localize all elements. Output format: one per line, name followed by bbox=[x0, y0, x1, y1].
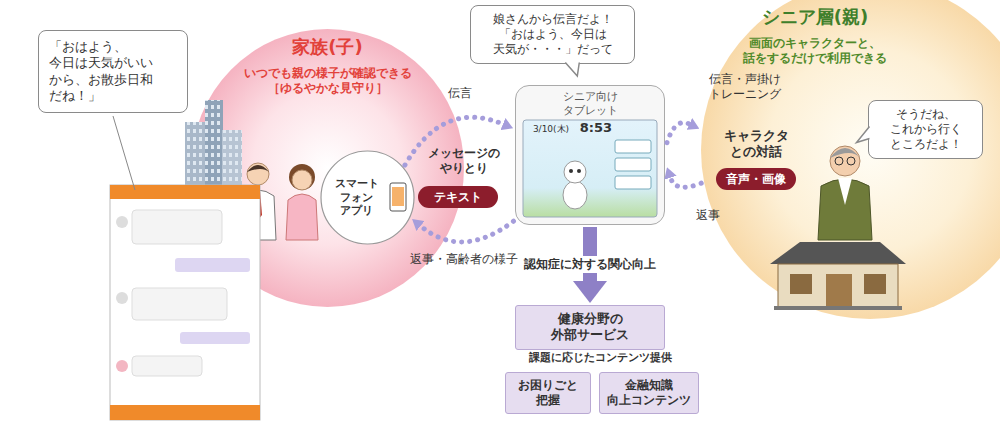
flow-note: メッセージの やりとり bbox=[424, 146, 504, 176]
flow-note: キャラクタ との対話 bbox=[716, 128, 796, 161]
screen-time: 8:53 bbox=[578, 120, 614, 136]
edge-label: 伝言・声掛け トレーニング bbox=[700, 72, 790, 102]
screen-date: 3/10(木) bbox=[527, 124, 575, 135]
bubble-tail bbox=[565, 63, 579, 77]
content-box: 金融知識 向上コンテンツ bbox=[599, 372, 699, 414]
node-text: 娘さんから伝言だよ！ 「おはよう、今日は 天気が・・・」だって bbox=[479, 12, 626, 57]
phone-screenshot bbox=[110, 185, 260, 420]
speech-bubble: 娘さんから伝言だよ！ 「おはよう、今日は 天気が・・・」だって bbox=[470, 5, 635, 64]
channel-pill: 音声・画像 bbox=[716, 168, 796, 190]
node-text: 音声・画像 bbox=[726, 172, 786, 187]
edge-label: 返事 bbox=[688, 208, 728, 223]
dotted-arrow bbox=[405, 117, 503, 165]
tablet-frame: シニア向け タブレット bbox=[515, 85, 665, 225]
app-bubble: スマート フォン アプリ bbox=[320, 150, 415, 245]
leader-line bbox=[113, 116, 135, 190]
node-text: そうだね、 これから行く ところだよ！ bbox=[877, 107, 974, 152]
dotted-arrow bbox=[667, 123, 689, 143]
edge-label: 伝言 bbox=[440, 86, 480, 101]
dotted-arrow bbox=[421, 221, 514, 242]
family-people bbox=[240, 163, 318, 240]
edge-label: 認知症に対する関心向上 bbox=[520, 256, 660, 273]
phone-icon bbox=[390, 183, 406, 211]
edge-label: 返事・高齢者の様子 bbox=[405, 252, 523, 267]
flow-arrow bbox=[583, 227, 597, 281]
group-title: シニア層(親) bbox=[700, 6, 930, 29]
group-title: 家族(子) bbox=[190, 36, 465, 59]
house bbox=[770, 242, 906, 310]
node-text: 金融知識 向上コンテンツ bbox=[606, 378, 692, 408]
tablet-screen bbox=[523, 120, 657, 217]
senior-circle: シニア層(親) 画面のキャラクターと、 話をするだけで利用できるそうだね、 これか… bbox=[700, 0, 1000, 320]
node-text: スマート フォン アプリ bbox=[326, 177, 387, 218]
buildings bbox=[185, 100, 242, 190]
node-text: シニア向け タブレット bbox=[555, 90, 625, 118]
node-text: テキスト bbox=[434, 190, 482, 205]
speech-bubble: 「おはよう、 今日は天気がいい から、お散歩日和 だね！」 bbox=[38, 30, 188, 113]
group-subtitle: 画面のキャラクターと、 話をするだけで利用できる bbox=[720, 36, 910, 66]
speech-bubble: そうだね、 これから行く ところだよ！ bbox=[868, 100, 983, 159]
node-text: 健康分野の 外部サービス bbox=[522, 311, 658, 344]
bubble-tail bbox=[857, 126, 870, 142]
section-caption: 課題に応じたコンテンツ提供 bbox=[515, 351, 685, 365]
group-subtitle: いつでも親の様子が確認できる ［ゆるやかな見守り］ bbox=[220, 66, 435, 96]
service-box: 健康分野の 外部サービス bbox=[515, 305, 665, 350]
content-box: お困りごと 把握 bbox=[505, 372, 591, 414]
node-text: お困りごと 把握 bbox=[512, 378, 584, 408]
node-text: 「おはよう、 今日は天気がいい から、お散歩日和 だね！」 bbox=[49, 39, 177, 104]
senior-man bbox=[818, 146, 872, 240]
channel-pill: テキスト bbox=[418, 186, 498, 208]
dotted-arrow bbox=[670, 178, 701, 187]
